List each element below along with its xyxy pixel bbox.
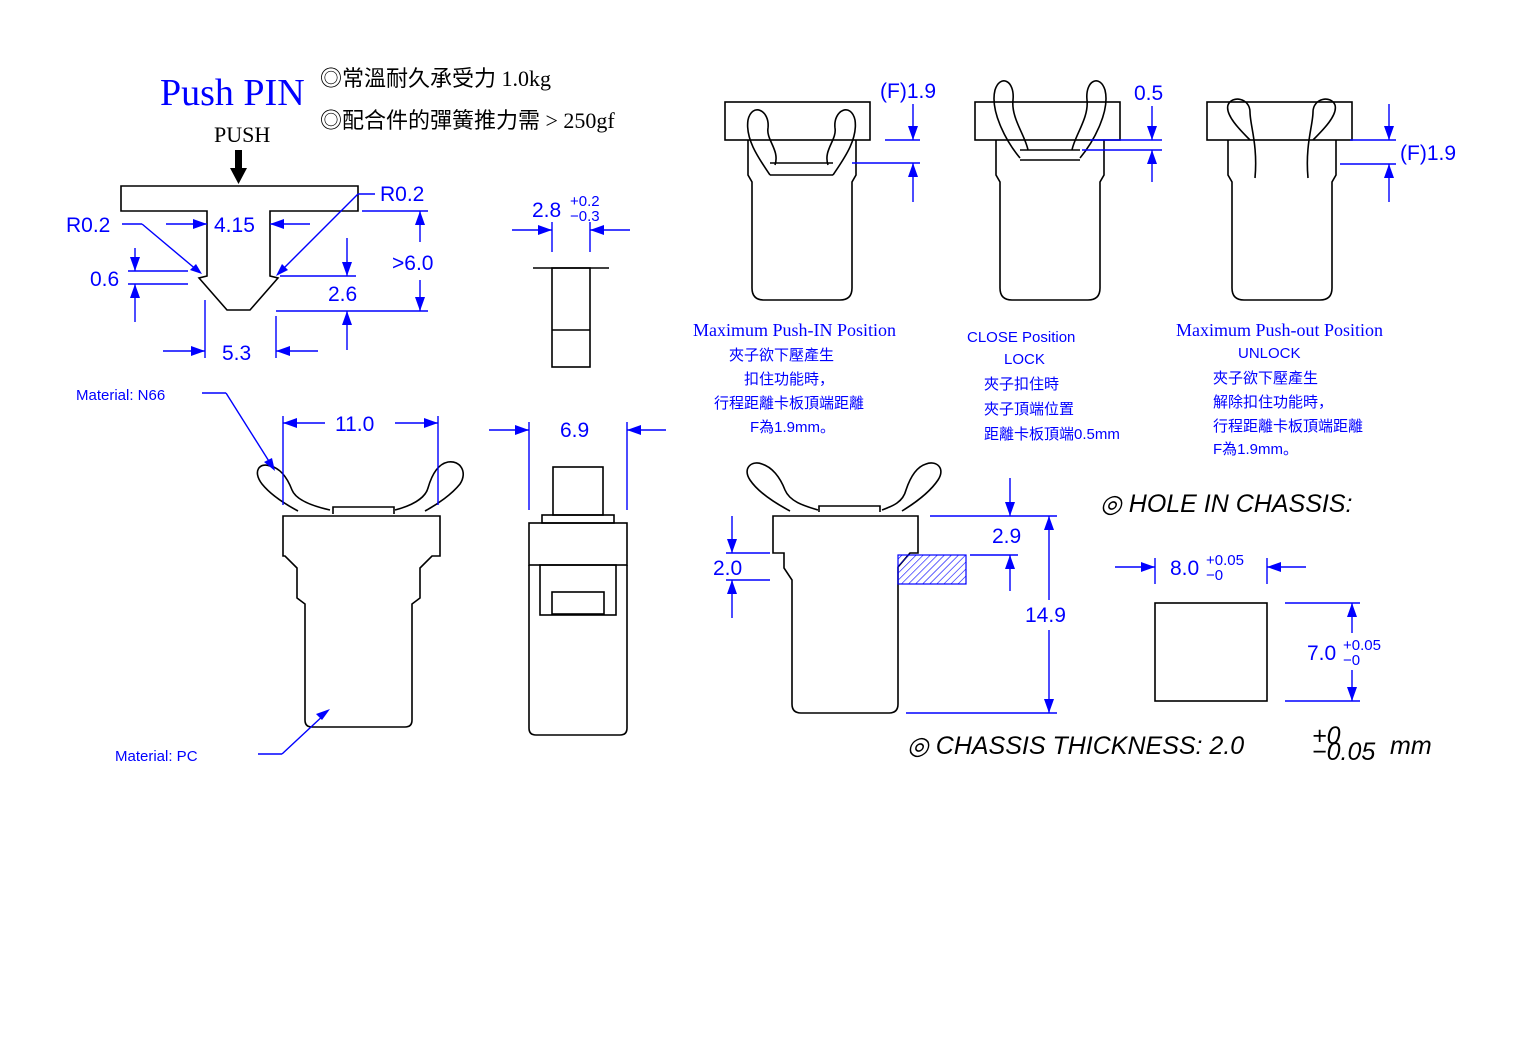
dim-0-6: 0.6 [90,268,119,291]
front-view: Material: N66 Material: PC 11.0 [76,387,464,765]
dim-6-9: 6.9 [560,419,589,442]
close-title: CLOSE Position [967,329,1075,346]
push-in-line-2: 扣住功能時， [744,371,834,388]
material-n66-label: Material: N66 [76,387,165,404]
note-durability: ◎常溫耐久承受力 1.0kg [320,66,551,91]
chassis-tol-minus: −0.05 [1312,738,1375,766]
close-subtitle: LOCK [1004,351,1045,368]
close-line-1: 夾子扣住時 [984,376,1059,393]
push-in-line-1: 夾子欲下壓產生 [729,347,834,364]
hole-width-tol-plus: +0.05 [1206,552,1244,569]
dim-4-15: 4.15 [214,214,255,237]
top-profile-view: PUSH R0.2 R0.2 4.15 0.6 [66,122,433,365]
dim-14-9: 14.9 [1025,604,1066,627]
hole-in-chassis: ◎ HOLE IN CHASSIS: 8.0 +0.05 −0 7.0 +0.0… [1100,490,1381,702]
assembly-view: 2.9 2.0 14.9 [713,462,1066,714]
drawing-title: Push PIN [160,72,305,114]
hole-height: 7.0 [1307,642,1336,665]
small-side-view: 2.8 +0.2 −0.3 [512,193,630,368]
chassis-unit: mm [1390,732,1432,760]
push-in-line-4: F為1.9mm。 [750,419,835,436]
push-out-subtitle: UNLOCK [1238,345,1301,362]
dim-r02-right: R0.2 [380,183,424,206]
dim-2-8: 2.8 [532,199,561,222]
push-arrow-icon [230,150,247,184]
push-label: PUSH [214,122,270,147]
material-pc-label: Material: PC [115,748,198,765]
push-out-title: Maximum Push-out Position [1176,320,1383,340]
chassis-thickness-text: ◎ CHASSIS THICKNESS: 2.0 [907,732,1244,760]
push-in-position-view: (F)1.9 Maximum Push-IN Position 夾子欲下壓產生 … [693,80,936,436]
dim-2-8-tol-minus: −0.3 [570,208,600,225]
push-in-line-3: 行程距離卡板頂端距離 [714,394,864,412]
push-in-dim-f: (F)1.9 [880,80,936,103]
side-view: 6.9 [489,419,666,736]
hole-width: 8.0 [1170,557,1199,580]
push-out-line-1: 夾子欲下壓產生 [1213,370,1318,387]
note-spring-force: ◎配合件的彈簧推力需 > 250gf [320,108,615,133]
hole-title: ◎ HOLE IN CHASSIS: [1100,490,1352,518]
chassis-tol-plus: +0 [1312,722,1341,750]
hole-height-tol-plus: +0.05 [1343,637,1381,654]
dim-2-0: 2.0 [713,557,742,580]
dim-2-9: 2.9 [992,525,1021,548]
dim-gt-6-0: >6.0 [392,252,433,275]
dim-2-6: 2.6 [328,283,357,306]
close-dim: 0.5 [1134,82,1163,105]
push-out-line-4: F為1.9mm。 [1213,441,1298,458]
dim-5-3: 5.3 [222,342,251,365]
close-line-2: 夾子頂端位置 [984,401,1074,418]
push-in-title: Maximum Push-IN Position [693,320,896,340]
push-out-line-2: 解除扣住功能時， [1213,394,1333,411]
dim-r02-left: R0.2 [66,214,110,237]
dim-2-8-tol-plus: +0.2 [570,193,600,210]
hole-width-tol-minus: −0 [1206,567,1223,584]
hole-height-tol-minus: −0 [1343,652,1360,669]
chassis-section [897,554,967,585]
push-out-dim-f: (F)1.9 [1400,142,1456,165]
chassis-thickness: ◎ CHASSIS THICKNESS: 2.0 +0 −0.05 mm [907,722,1432,766]
close-position-view: 0.5 CLOSE Position LOCK 夾子扣住時 夾子頂端位置 距離卡… [967,80,1163,443]
close-line-3: 距離卡板頂端0.5mm [984,425,1120,443]
push-out-position-view: (F)1.9 Maximum Push-out Position UNLOCK … [1176,98,1456,458]
push-out-line-3: 行程距離卡板頂端距離 [1213,417,1363,435]
dim-11-0: 11.0 [335,413,374,436]
